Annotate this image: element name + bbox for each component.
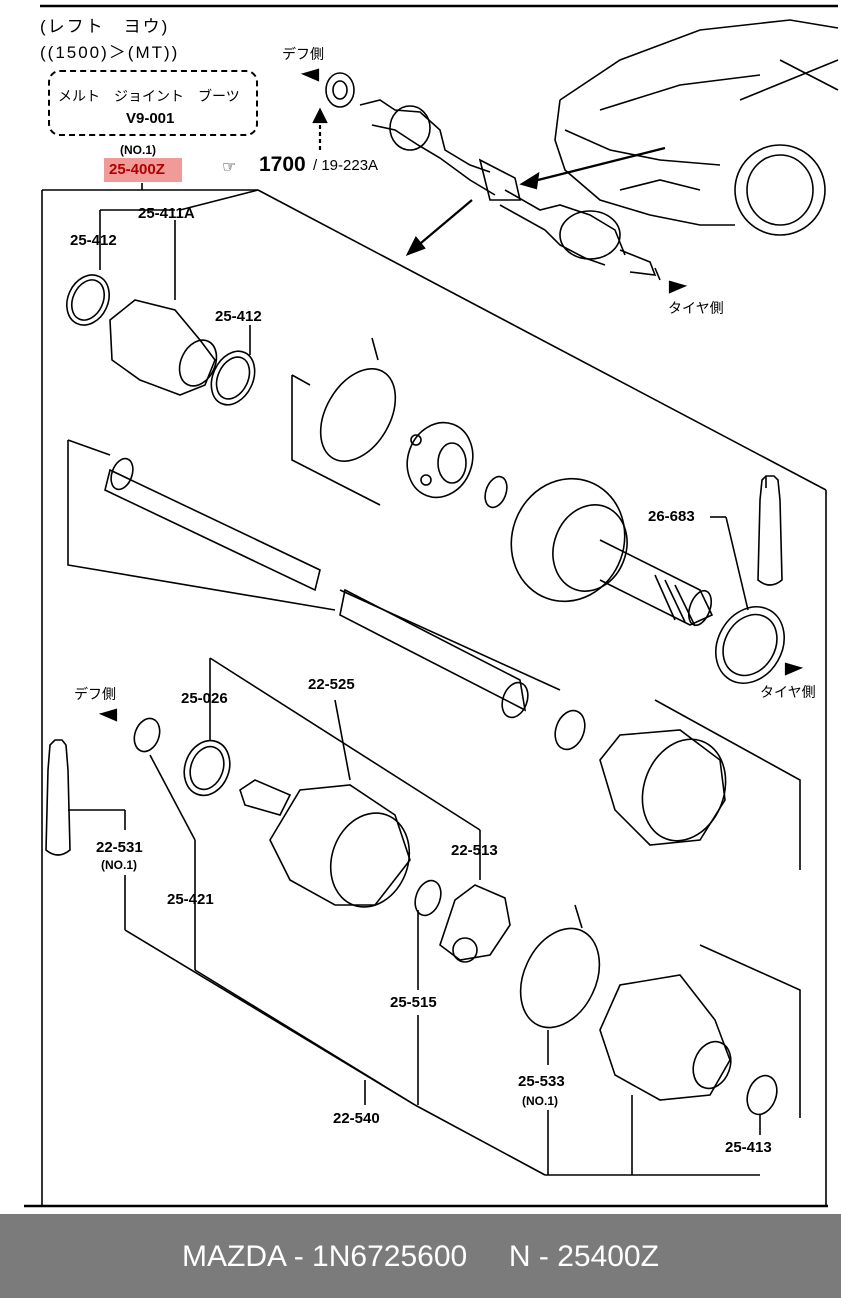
boot-note-code: V9-001 — [126, 110, 175, 127]
tire-side-label-top: タイヤ側 — [668, 301, 724, 317]
boot-note-box: メルト ジョイント ブーツ V9-001 — [48, 70, 258, 136]
part-label-25-533[interactable]: 25-533 — [518, 1073, 565, 1090]
inner-joint-group — [133, 717, 511, 963]
diff-side-label-top: デフ側 — [282, 47, 324, 63]
axle-shaft — [67, 439, 561, 719]
exploded-view-frame — [24, 183, 828, 1208]
inner-boot-right — [599, 699, 801, 870]
seal-26-683 — [710, 516, 785, 684]
part-label-25-515[interactable]: 25-515 — [390, 994, 437, 1011]
diff-side-label-left: デフ側 — [74, 687, 116, 703]
part-label-25-421[interactable]: 25-421 — [167, 891, 214, 908]
part-label-26-683[interactable]: 26-683 — [648, 508, 695, 525]
snap-ring-right — [554, 709, 586, 751]
boot-note-title: メルト ジョイント ブーツ — [58, 89, 240, 105]
assembled-driveshaft — [325, 72, 661, 281]
reference-number[interactable]: 1700 — [259, 153, 306, 176]
flow-arrows — [98, 68, 804, 722]
part-label-22-531-no: (NO.1) — [101, 858, 137, 872]
callout-no: (NO.1) — [120, 143, 156, 157]
tire-side-label-mid: タイヤ側 — [760, 685, 816, 701]
part-label-25-412-a[interactable]: 25-412 — [70, 232, 117, 249]
part-label-25-533-no: (NO.1) — [522, 1094, 558, 1108]
header-line-1: (レフト ヨウ) — [40, 17, 170, 36]
clamp-and-cage-group — [291, 337, 508, 509]
pointing-hand-icon: ☞ — [222, 157, 237, 176]
header-line-2: ((1500)＞(MT)) — [40, 43, 180, 62]
part-label-22-525[interactable]: 22-525 — [308, 676, 355, 693]
footer-part-info: MAZDA - 1N6725600 N - 25400Z — [182, 1240, 659, 1273]
grease-tube-bottom — [45, 739, 71, 856]
part-label-25-413[interactable]: 25-413 — [725, 1139, 772, 1156]
part-label-22-540[interactable]: 22-540 — [333, 1110, 380, 1127]
part-label-25-026[interactable]: 25-026 — [181, 690, 228, 707]
callout-highlight — [104, 158, 182, 182]
reference-page: / 19-223A — [313, 157, 379, 174]
grease-tube-top — [757, 475, 783, 586]
footer-bar — [0, 1214, 841, 1298]
leader-lines — [68, 657, 761, 1176]
boot-25-411A-group — [66, 189, 259, 406]
car-sketch — [554, 19, 839, 236]
part-label-22-531[interactable]: 22-531 — [96, 839, 143, 856]
outer-joint-housing — [510, 477, 714, 627]
callout-part-number[interactable]: 25-400Z — [109, 161, 165, 178]
part-label-25-412-b[interactable]: 25-412 — [215, 308, 262, 325]
outer-boot-lower — [519, 904, 801, 1118]
part-label-22-513[interactable]: 22-513 — [451, 842, 498, 859]
